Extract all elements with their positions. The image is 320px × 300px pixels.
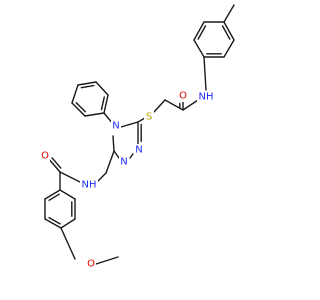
phenyl-ring-bond-4 — [71, 102, 86, 117]
methoxy-bond — [95, 256, 119, 265]
bond-lines — [44, 4, 235, 265]
s-c5-bond — [137, 117, 146, 123]
atom-nh-anilide: NH — [197, 91, 215, 103]
carbonyl-o-bottom-bond-double — [51, 157, 62, 169]
atom-n1-ring: N — [134, 144, 144, 156]
ch2-s-bond — [153, 99, 166, 113]
atom-s-thioether-text: S — [146, 112, 152, 123]
atom-n2-ring: N — [119, 156, 129, 168]
atom-o-amide-top: O — [178, 90, 188, 102]
n4-c3-bond — [112, 135, 115, 152]
nh-carbonyl-bottom-bond — [59, 171, 83, 184]
atom-n1-ring-text: N — [135, 145, 142, 156]
anisole-o-bond — [60, 227, 76, 260]
phenyl-ring-bond-4-inner — [75, 102, 86, 113]
ch2-nh-bond — [96, 172, 107, 183]
tolyl-nh-bond — [203, 56, 207, 91]
n2-n1-bond — [129, 153, 134, 159]
phenyl-ring-bond-2-inner — [80, 84, 95, 89]
carbonyl-ch2-bond — [164, 99, 184, 111]
atom-nh-benzamide: NH — [80, 179, 98, 191]
tolyl-ring-bond-0-inner — [221, 25, 231, 40]
atom-labels: O NH S N N N NH — [40, 90, 215, 270]
atom-nh-benzamide-text: NH — [82, 180, 97, 191]
tolyl-ring-bond-0 — [223, 21, 235, 41]
atom-n4-ring-text: N — [112, 121, 119, 132]
methyl-bond — [223, 4, 235, 23]
phenyl-ring-bond-3 — [71, 84, 79, 104]
atom-s-thioether: S — [144, 111, 154, 123]
atom-n4-ring: N — [111, 120, 121, 132]
c5-n4-bond — [120, 121, 139, 128]
atom-n2-ring-text: N — [120, 157, 127, 168]
tolyl-ring-bond-3 — [193, 39, 205, 58]
atom-o-methoxy-text: O — [87, 259, 95, 270]
c3-n2-bond — [113, 150, 120, 159]
anisole-ring-bond-5 — [59, 189, 76, 200]
phenyl-ring-bond-5 — [84, 112, 105, 117]
atom-o-amide-top-text: O — [179, 91, 187, 102]
nh-carbonyl-bond — [182, 99, 199, 111]
tolyl-ring-bond-5 — [223, 39, 235, 58]
anisole-ring-bond-0 — [44, 189, 61, 200]
atom-nh-anilide-text: NH — [199, 92, 214, 103]
phenyl-ring-bond-0 — [103, 94, 109, 114]
phenyl-ring-bond-1 — [95, 81, 109, 96]
atom-o-methoxy: O — [86, 258, 96, 270]
atom-o-amide-bottom: O — [40, 150, 50, 162]
anisole-ring-bond-2 — [44, 218, 62, 229]
atom-o-amide-bottom-text: O — [41, 151, 49, 162]
anisole-ring-bond-3 — [60, 218, 76, 229]
tolyl-ring-bond-2-inner — [197, 25, 207, 40]
phenyl-ring-bond-0-inner — [100, 96, 105, 111]
anisole-ring-bond-0-inner — [48, 193, 60, 202]
phenyl-ring-bond-2 — [77, 81, 97, 86]
anisole-ring-bond-2-inner — [48, 216, 61, 225]
tolyl-ring-bond-2 — [193, 21, 205, 41]
c3-ch2-bond — [105, 150, 115, 174]
molecule-structure: O NH S N N N NH — [40, 4, 235, 270]
